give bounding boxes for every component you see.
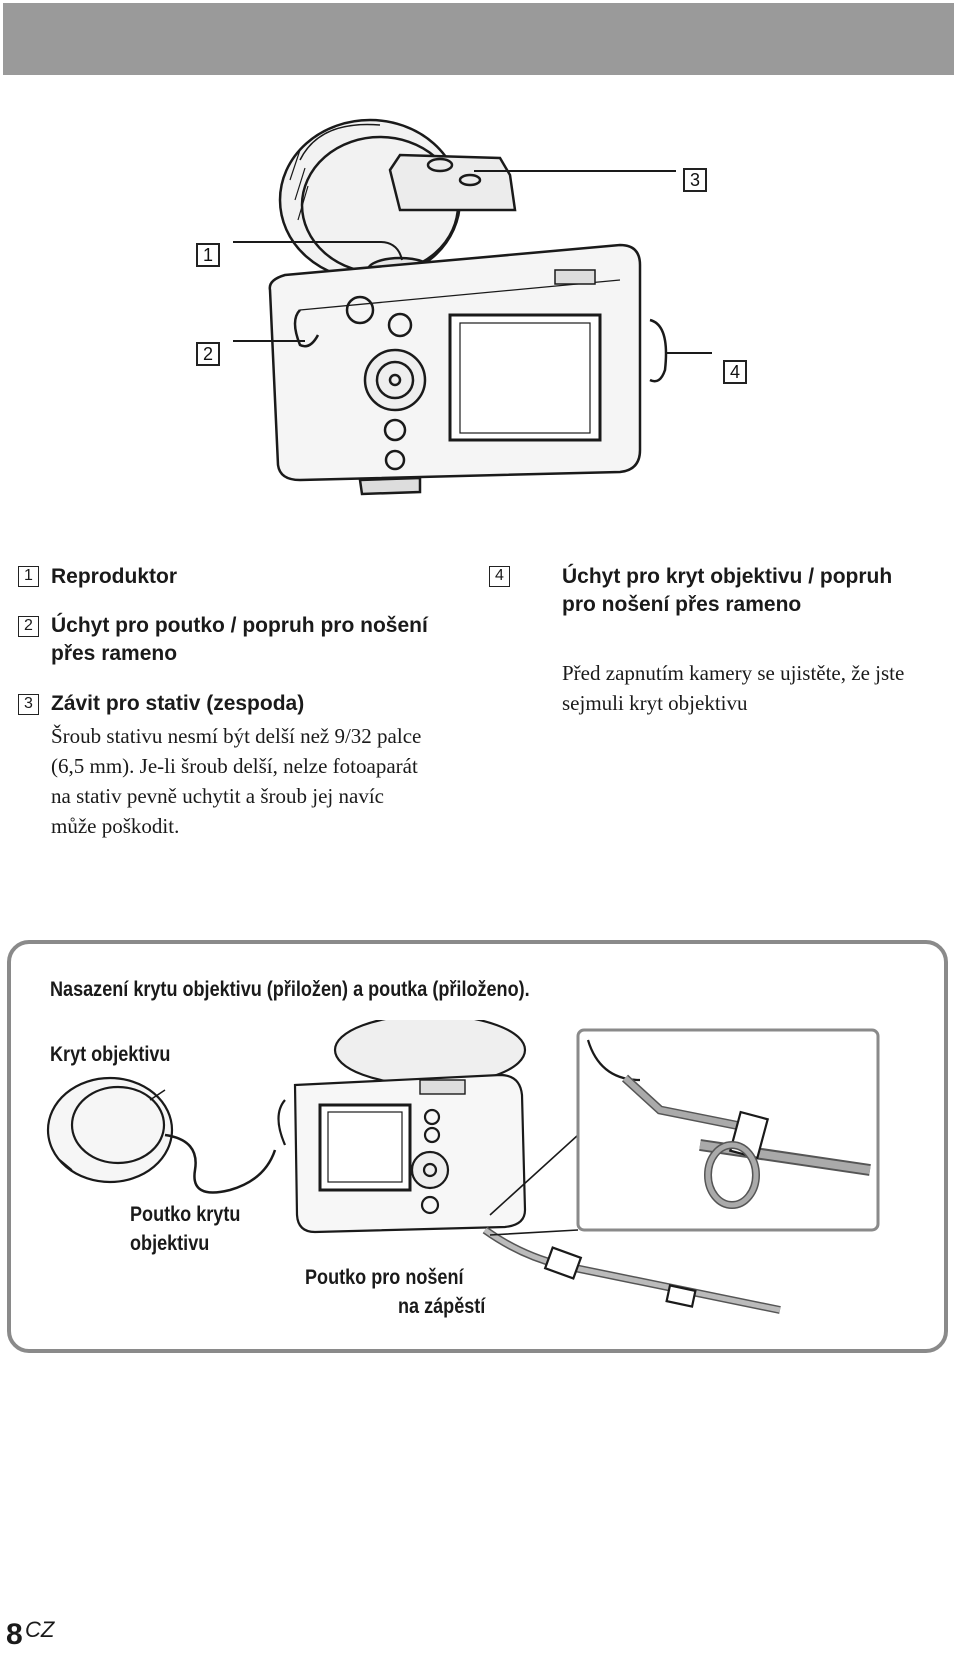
cap-strap-label-line1: Poutko krytu xyxy=(130,1203,241,1226)
panel-heading: Nasazení krytu objektivu (přiložen) a po… xyxy=(50,978,530,1001)
item-4-title: Úchyt pro kryt objektivu / popruh pro no… xyxy=(562,565,893,616)
callout-1: 1 xyxy=(196,243,220,267)
page-language: CZ xyxy=(25,1617,55,1642)
cap-strap-label-line2: objektivu xyxy=(130,1232,210,1255)
callout-4: 4 xyxy=(723,360,747,384)
item-4-body: Před zapnutím kamery se ujistěte, že jst… xyxy=(562,661,905,715)
item-3-title: Závit pro stativ (zespoda) xyxy=(51,692,305,715)
header-bar xyxy=(3,3,954,75)
item-1-title: Reproduktor xyxy=(51,565,177,588)
item-2-number: 2 xyxy=(18,616,39,637)
item-4-number: 4 xyxy=(489,566,510,587)
item-1-number: 1 xyxy=(18,566,39,587)
callout-2: 2 xyxy=(196,342,220,366)
page-number: 8 xyxy=(6,1618,23,1651)
item-3-body: Šroub stativu nesmí být delší než 9/32 p… xyxy=(51,724,422,838)
strap-attachment-illustration xyxy=(46,1020,880,1314)
callout-3: 3 xyxy=(683,168,707,192)
wrist-strap-label-line1: Poutko pro nošení xyxy=(305,1266,464,1289)
wrist-strap-label-line2: na zápěstí xyxy=(398,1295,486,1318)
camera-rear-illustration xyxy=(233,118,712,496)
item-3-number: 3 xyxy=(18,694,39,715)
attachment-panel xyxy=(7,940,948,1353)
item-2-title: Úchyt pro poutko / popruh pro nošení pře… xyxy=(51,614,428,665)
lens-cap-label: Kryt objektivu xyxy=(50,1043,171,1066)
